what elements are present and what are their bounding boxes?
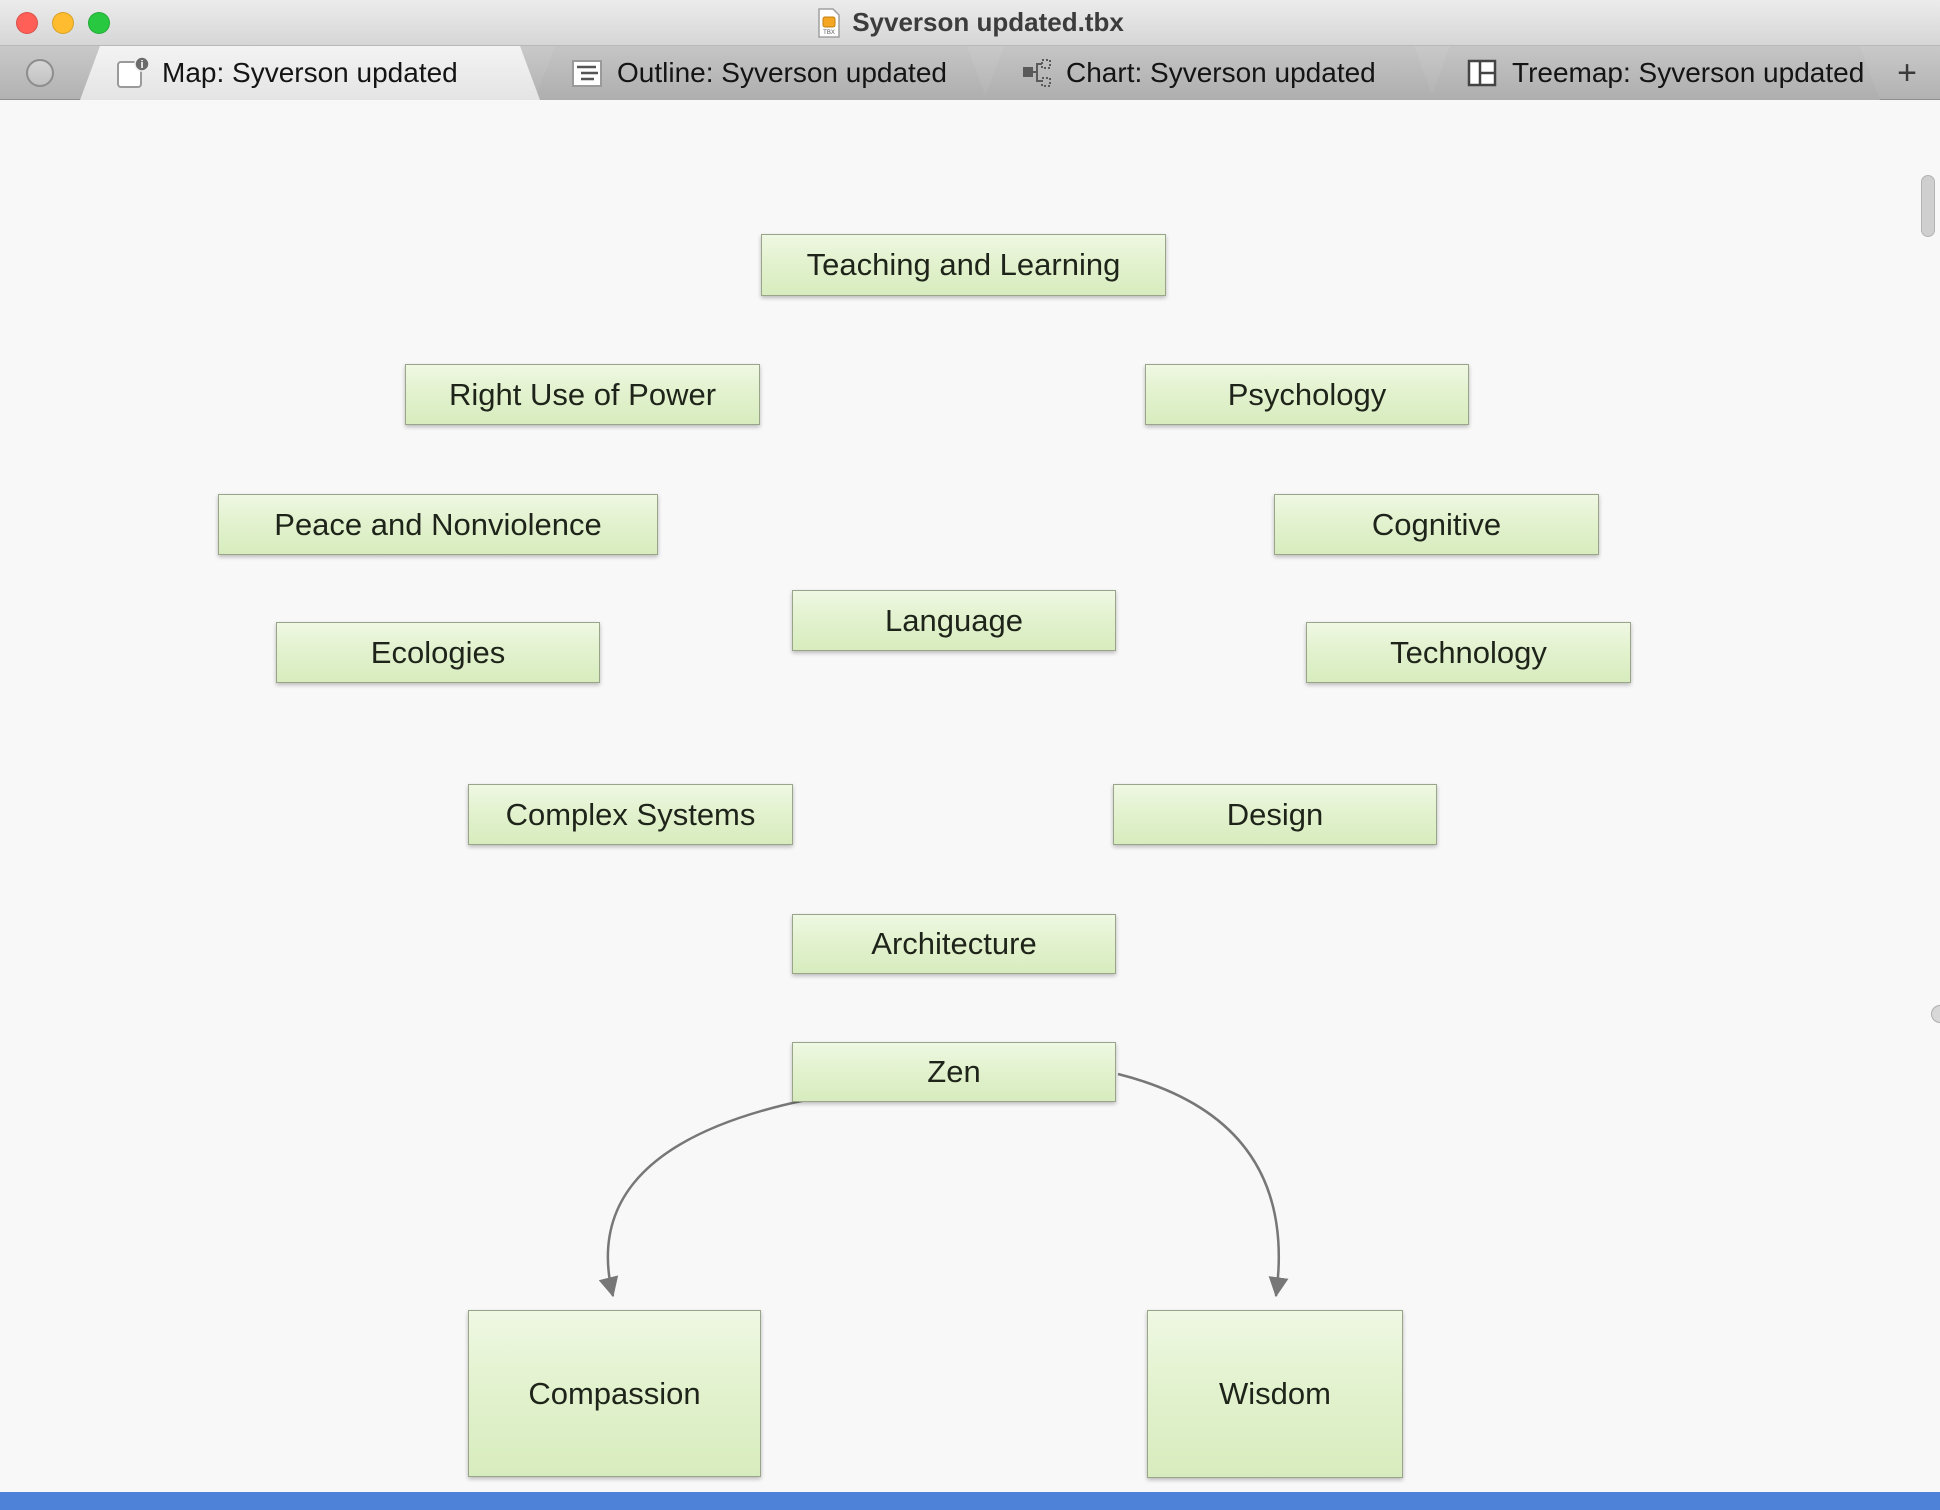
note-zen[interactable]: Zen <box>792 1042 1116 1102</box>
tab-chart[interactable]: Chart: Syverson updated <box>984 46 1434 100</box>
tab-label: Outline: Syverson updated <box>617 57 947 88</box>
note-label: Compassion <box>528 1375 701 1411</box>
new-tab-button[interactable]: + <box>1897 53 1917 92</box>
note-technology[interactable]: Technology <box>1306 622 1631 683</box>
outline-tab-icon <box>569 55 605 91</box>
close-button[interactable] <box>16 11 38 34</box>
note-language[interactable]: Language <box>792 590 1116 651</box>
note-label: Teaching and Learning <box>806 247 1121 282</box>
note-ecologies[interactable]: Ecologies <box>276 622 600 683</box>
link-layer <box>598 1072 1289 1298</box>
note-label: Language <box>885 602 1023 638</box>
note-design[interactable]: Design <box>1113 784 1437 845</box>
map-tab-icon: i <box>114 55 150 91</box>
note-complex-systems[interactable]: Complex Systems <box>468 784 793 845</box>
note-psychology[interactable]: Psychology <box>1145 364 1469 425</box>
note-wisdom[interactable]: Wisdom <box>1147 1310 1403 1478</box>
chart-tab-icon <box>1018 55 1054 91</box>
document-icon: TBX <box>816 7 842 38</box>
tab-label: Map: Syverson updated <box>162 57 458 88</box>
link-zen-to-compassion <box>598 1098 807 1298</box>
tab-bar: i Map: Syverson updated Outline: Syverso… <box>0 46 1940 100</box>
note-label: Wisdom <box>1219 1376 1331 1411</box>
link-zen-to-wisdom <box>1117 1072 1289 1298</box>
title-bar: TBX Syverson updated.tbx <box>0 0 1940 46</box>
note-label: Technology <box>1390 634 1547 670</box>
vertical-scrollbar-thumb[interactable] <box>1921 175 1935 237</box>
zoom-button[interactable] <box>88 11 110 34</box>
selection-bar <box>0 1492 1940 1510</box>
note-label: Ecologies <box>370 634 506 670</box>
tab-label: Treemap: Syverson updated <box>1512 57 1865 88</box>
window-title-group: TBX Syverson updated.tbx <box>816 7 1124 38</box>
note-right-use-of-power[interactable]: Right Use of Power <box>405 364 760 425</box>
note-architecture[interactable]: Architecture <box>792 914 1116 974</box>
note-teaching-and-learning[interactable]: Teaching and Learning <box>761 234 1166 296</box>
note-label: Peace and Nonviolence <box>274 506 602 542</box>
window-controls <box>16 0 110 45</box>
svg-text:i: i <box>140 59 143 71</box>
note-cognitive[interactable]: Cognitive <box>1274 494 1599 555</box>
note-label: Psychology <box>1227 376 1387 412</box>
tab-overview-button[interactable] <box>26 59 54 87</box>
tab-label: Chart: Syverson updated <box>1066 57 1376 88</box>
note-label: Cognitive <box>1371 506 1502 542</box>
minimize-button[interactable] <box>52 11 74 34</box>
note-label: Right Use of Power <box>448 376 717 412</box>
note-label: Complex Systems <box>505 796 756 832</box>
note-label: Architecture <box>871 926 1037 961</box>
tab-treemap[interactable]: Treemap: Syverson updated <box>1430 46 1880 100</box>
tab-outline[interactable]: Outline: Syverson updated <box>535 46 987 100</box>
note-peace-and-nonviolence[interactable]: Peace and Nonviolence <box>218 494 658 555</box>
note-label: Zen <box>927 1054 981 1089</box>
note-compassion[interactable]: Compassion <box>468 1310 761 1477</box>
treemap-tab-icon <box>1464 55 1500 91</box>
note-label: Design <box>1226 796 1324 832</box>
svg-text:TBX: TBX <box>823 30 835 36</box>
window-title: Syverson updated.tbx <box>852 7 1124 37</box>
tab-map[interactable]: i Map: Syverson updated <box>80 46 540 100</box>
